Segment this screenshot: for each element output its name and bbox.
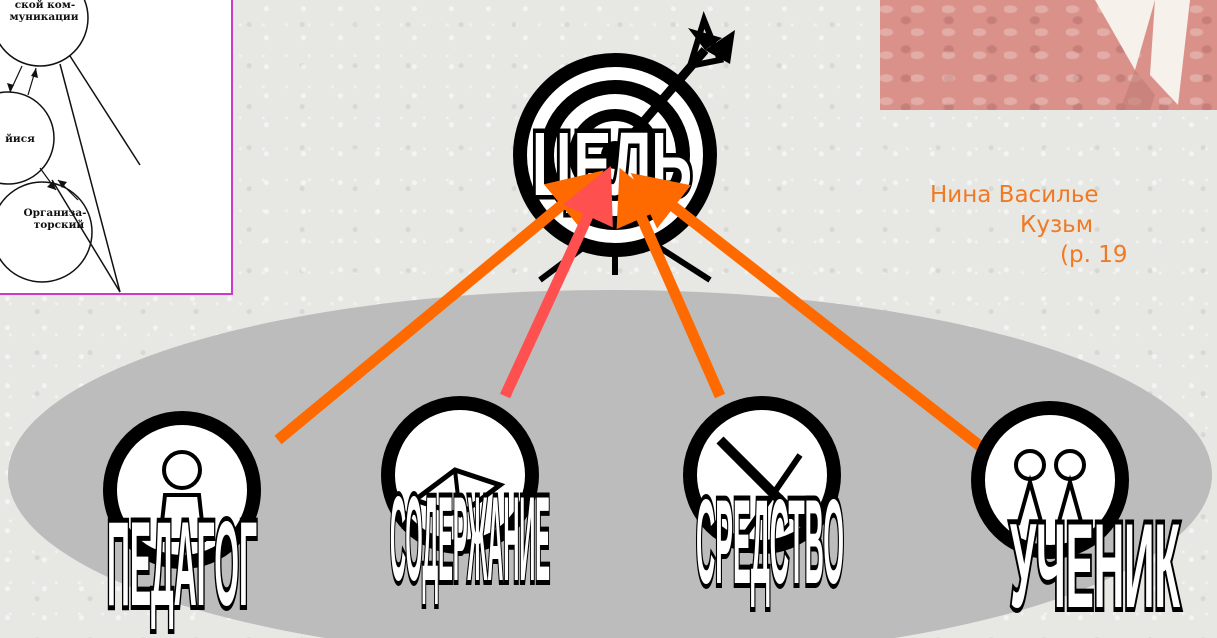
student-label: УЧЕНИК [1010, 499, 1180, 633]
node-content: СОДЕРЖАНИЕ [388, 403, 550, 606]
means-label: СРЕДСТВО [696, 475, 844, 609]
node-means: СРЕДСТВО [690, 403, 844, 609]
node-teacher: ПЕДАГОГ [107, 418, 257, 631]
teacher-label: ПЕДАГОГ [107, 497, 257, 631]
content-label: СОДЕРЖАНИЕ [390, 472, 550, 606]
